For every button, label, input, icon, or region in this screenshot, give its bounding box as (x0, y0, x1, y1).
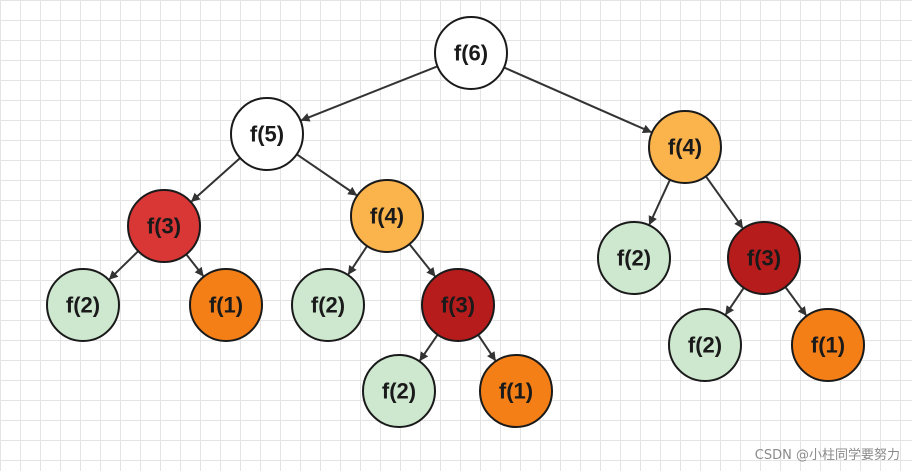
node-circle (668, 308, 742, 382)
edge-n5-to-n4m (296, 153, 358, 196)
tree-node-n5: f(5) (230, 97, 304, 171)
node-circle (127, 189, 201, 263)
node-label: f(2) (311, 293, 345, 318)
tree-node-n2c: f(2) (362, 354, 436, 428)
node-circle (421, 268, 495, 342)
node-circle (230, 97, 304, 171)
tree-node-n3c: f(3) (727, 221, 801, 295)
node-label: f(1) (811, 333, 845, 358)
tree-nodes: f(6) f(5) f(4) f(3) f(4) f(2) f(1) f(2) f(3) f(2)… (46, 16, 865, 428)
edge-n3b-to-n1b (477, 334, 497, 362)
node-label: f(3) (747, 246, 781, 271)
node-label: f(4) (370, 204, 404, 229)
node-circle (648, 110, 722, 184)
tree-node-n2d: f(2) (597, 221, 671, 295)
edge-n3a-to-n1a (185, 253, 204, 277)
node-label: f(2) (617, 246, 651, 271)
tree-node-n3a: f(3) (127, 189, 201, 263)
node-label: f(5) (250, 122, 284, 147)
tree-edges (108, 65, 807, 362)
node-label: f(2) (66, 293, 100, 318)
node-label: f(2) (688, 333, 722, 358)
node-label: f(6) (454, 41, 488, 66)
tree-node-n2a: f(2) (46, 268, 120, 342)
node-label: f(2) (382, 379, 416, 404)
edge-n3c-to-n1c (784, 286, 807, 316)
node-circle (350, 179, 424, 253)
node-label: f(3) (441, 293, 475, 318)
watermark: CSDN @小柱同学要努力 (754, 448, 900, 463)
node-label: f(1) (209, 293, 243, 318)
tree-node-n3b: f(3) (421, 268, 495, 342)
edge-n4r-to-n3c (705, 175, 744, 229)
node-circle (479, 354, 553, 428)
tree-node-n1c: f(1) (791, 308, 865, 382)
tree-node-n4m: f(4) (350, 179, 424, 253)
edge-n4m-to-n2b (347, 245, 368, 275)
node-circle (791, 308, 865, 382)
node-circle (291, 268, 365, 342)
edge-n3a-to-n2a (108, 250, 139, 280)
tree-node-n1a: f(1) (189, 268, 263, 342)
tree-node-n1b: f(1) (479, 354, 553, 428)
edge-n4m-to-n3b (408, 243, 436, 277)
node-circle (362, 354, 436, 428)
edge-n4r-to-n2d (648, 179, 671, 226)
edge-n6-to-n4r (503, 66, 652, 134)
tree-node-n4r: f(4) (648, 110, 722, 184)
tree-node-n6: f(6) (434, 16, 508, 90)
tree-node-n2b: f(2) (291, 268, 365, 342)
edge-n5-to-n3a (190, 157, 241, 203)
edge-n3b-to-n2c (419, 334, 439, 362)
edge-n3c-to-n2e (724, 287, 745, 316)
node-circle (727, 221, 801, 295)
node-label: f(1) (499, 379, 533, 404)
tree-node-n2e: f(2) (668, 308, 742, 382)
node-label: f(3) (147, 214, 181, 239)
node-label: f(4) (668, 135, 702, 160)
node-circle (597, 221, 671, 295)
node-circle (46, 268, 120, 342)
edge-n6-to-n5 (300, 65, 438, 122)
node-circle (434, 16, 508, 90)
node-circle (189, 268, 263, 342)
